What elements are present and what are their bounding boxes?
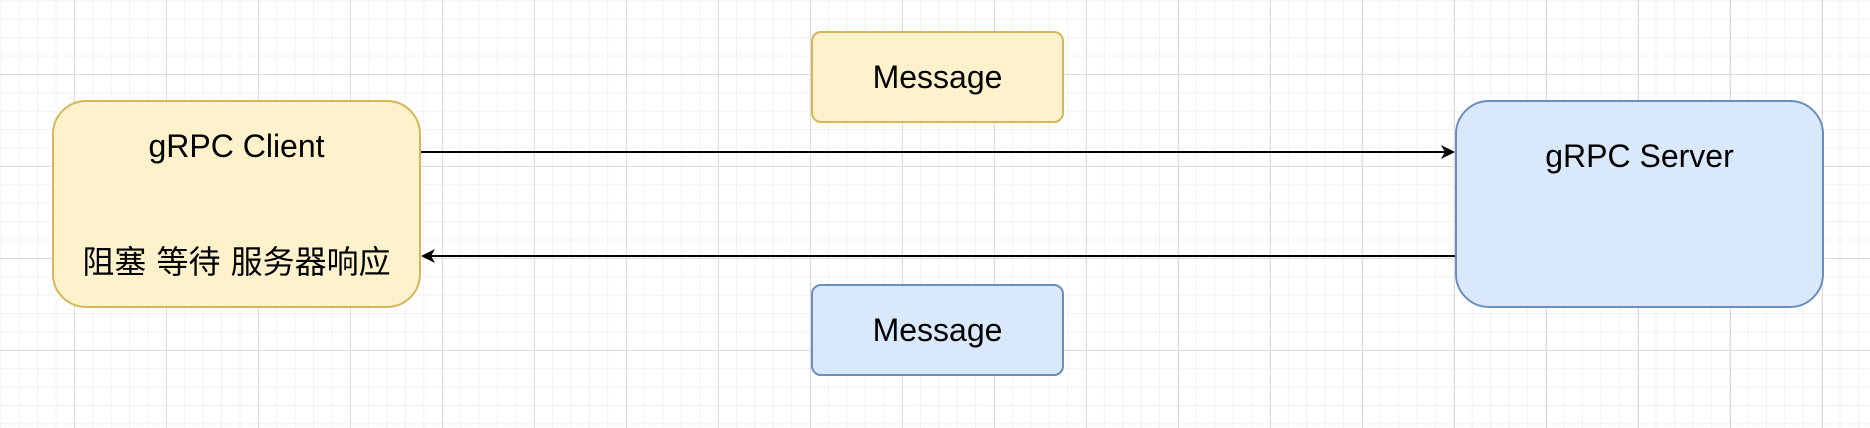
grpc-server-node[interactable]: gRPC Server [1455,100,1824,308]
request-message-label: Message [872,59,1003,95]
response-message-box[interactable]: Message [811,284,1064,376]
client-status: 阻塞 等待 服务器响应 [82,243,391,281]
grpc-client-node[interactable]: gRPC Client 阻塞 等待 服务器响应 [52,100,421,308]
client-title: gRPC Client [148,128,325,164]
response-message-label: Message [872,312,1003,348]
request-message-box[interactable]: Message [811,31,1064,123]
server-title: gRPC Server [1545,138,1734,174]
